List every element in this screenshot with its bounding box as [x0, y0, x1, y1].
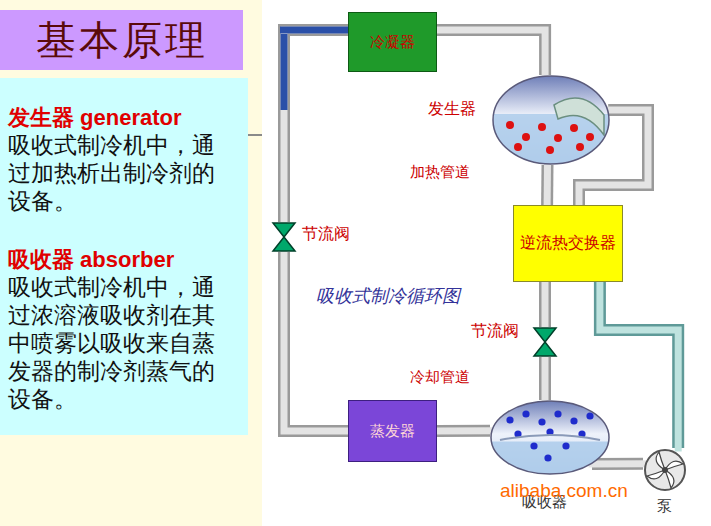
part-label: 泵 — [657, 497, 672, 516]
pipe-bore — [437, 427, 490, 434]
part-label: 节流阀 — [471, 321, 519, 342]
term-heading: 吸收器 absorber — [8, 246, 240, 274]
diagram-caption: 吸收式制冷循环图 — [316, 284, 460, 308]
diagram-ground — [262, 0, 711, 526]
term-definition: 吸收式制冷机中，通过加热析出制冷剂的设备。 — [8, 132, 228, 216]
abs-node: 吸收器 — [490, 400, 610, 475]
valve-node: 节流阀 — [533, 327, 557, 357]
pipe-wall — [284, 30, 348, 222]
box-label: 冷凝器 — [370, 33, 415, 52]
rect-node: 蒸发器 — [348, 400, 437, 462]
box-label: 逆流热交换器 — [520, 233, 616, 254]
pipe-wall — [541, 165, 553, 205]
pump-node: 泵 — [643, 448, 687, 492]
pipe-wall — [592, 458, 643, 470]
pipe — [437, 30, 545, 75]
valve-shape — [533, 327, 557, 357]
pipe — [280, 30, 348, 222]
pipe-bore — [437, 30, 545, 75]
definition-panel: 发生器 generator吸收式制冷机中，通过加热析出制冷剂的设备。吸收器 ab… — [0, 78, 248, 435]
part-label: 节流阀 — [302, 224, 350, 245]
liquid-fill — [280, 27, 348, 34]
title-box: 基本原理 — [0, 10, 243, 70]
pipe-wall — [539, 357, 551, 400]
pump-shape — [643, 448, 687, 492]
pipe — [547, 165, 548, 205]
liquid-fill — [281, 34, 288, 110]
pipe-bore — [284, 252, 348, 431]
pipe-bore — [592, 460, 643, 467]
term-heading: 发生器 generator — [8, 104, 240, 132]
pipe — [284, 252, 348, 431]
rect-node: 逆流热交换器 — [513, 205, 623, 282]
box-label: 蒸发器 — [370, 422, 415, 441]
pipe-bore — [544, 165, 551, 205]
pipe-bore — [542, 357, 549, 400]
part-label: 发生器 — [428, 99, 476, 120]
valve-node: 节流阀 — [272, 222, 296, 252]
pipe-wall — [539, 282, 551, 327]
pipe — [545, 282, 546, 327]
gen-node: 发生器 — [492, 75, 610, 165]
rect-node: 冷凝器 — [348, 12, 437, 72]
pipe-bore — [284, 30, 348, 222]
pipe-bore — [600, 282, 678, 448]
divider-tick — [248, 134, 262, 136]
pipe-note: 加热管道 — [410, 163, 470, 182]
watermark: alibaba.com.cn — [500, 480, 628, 502]
pipe-bore — [542, 282, 549, 327]
pipe-wall — [437, 425, 490, 437]
pipe — [545, 357, 546, 400]
term-definition: 吸收式制冷机中，通过浓溶液吸收剂在其中喷雾以吸收来自蒸发器的制冷剂蒸气的设备。 — [8, 274, 228, 414]
pipe — [592, 463, 643, 464]
valve-shape — [272, 222, 296, 252]
gen-shape — [492, 75, 610, 165]
abs-shape — [490, 400, 610, 475]
pipe-note: 冷却管道 — [410, 368, 470, 387]
pipe-wall — [437, 30, 545, 75]
title-text: 基本原理 — [36, 13, 208, 68]
pipe-wall — [284, 252, 348, 431]
pipe-wall — [600, 282, 678, 448]
pipe — [600, 282, 678, 448]
pipe — [437, 430, 490, 431]
